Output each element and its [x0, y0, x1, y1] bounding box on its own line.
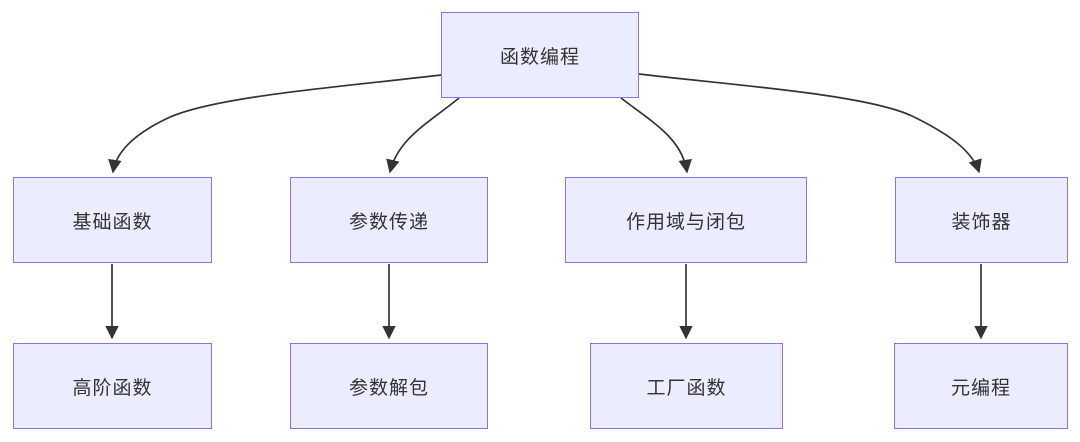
edge-root-to-basic-functions [108, 74, 442, 174]
node-label: 高阶函数 [72, 377, 153, 399]
node-label: 参数传递 [348, 211, 429, 233]
node-label: 工厂函数 [646, 377, 727, 399]
node-label: 装饰器 [951, 211, 1012, 233]
edge-root-to-scope-closures [620, 97, 692, 174]
node-metaprogramming: 元编程 [894, 343, 1068, 429]
node-label: 作用域与闭包 [625, 211, 746, 233]
node-decorators: 装饰器 [895, 177, 1068, 263]
node-basic-functions: 基础函数 [13, 177, 212, 263]
node-factory-functions: 工厂函数 [590, 343, 783, 429]
node-label: 函数编程 [499, 46, 580, 68]
edge-root-to-decorators [638, 73, 982, 174]
node-root-functional-programming: 函数编程 [441, 12, 639, 98]
node-label: 基础函数 [72, 211, 153, 233]
node-higher-order-functions: 高阶函数 [13, 343, 212, 429]
node-label: 参数解包 [348, 377, 429, 399]
node-scope-closures: 作用域与闭包 [565, 177, 807, 263]
node-label: 元编程 [950, 377, 1011, 399]
node-parameter-unpacking: 参数解包 [290, 343, 488, 429]
edge-root-to-parameter-passing [386, 97, 460, 174]
node-parameter-passing: 参数传递 [290, 177, 488, 263]
